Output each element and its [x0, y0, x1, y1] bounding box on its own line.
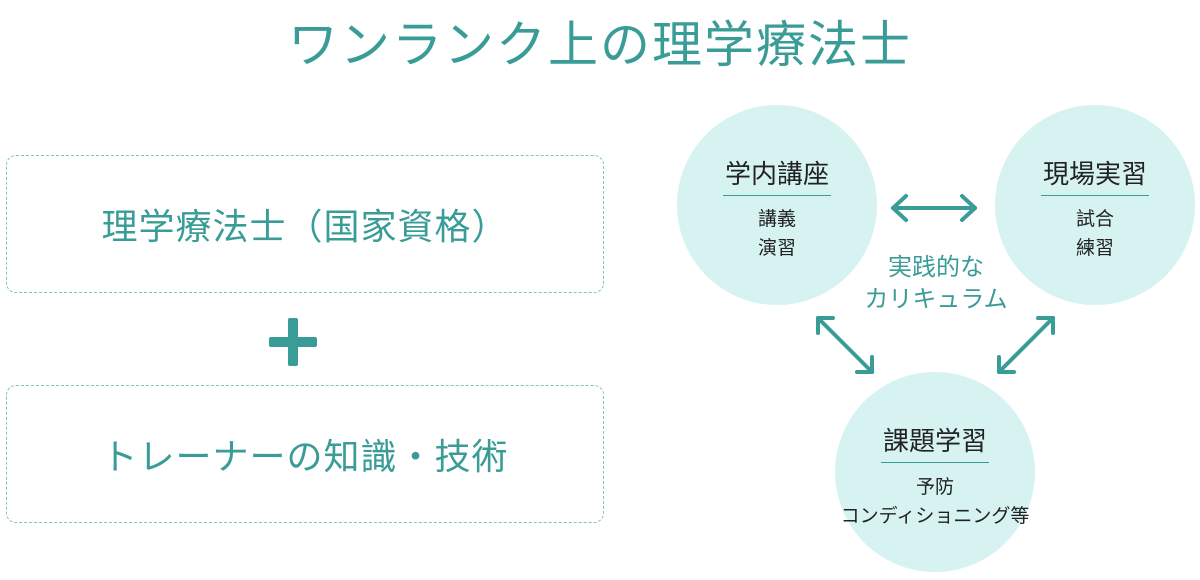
lecture-item-1: 講義	[757, 208, 796, 230]
field-practice-title: 現場実習	[1040, 157, 1149, 196]
task-study-circle: 課題学習 予防 コンディショニング等	[835, 372, 1035, 572]
field-practice-circle: 現場実習 試合 練習	[995, 105, 1195, 305]
task-study-title: 課題学習	[880, 424, 989, 463]
lecture-field-arrow-icon	[891, 194, 977, 222]
trainer-skills-label: トレーナーの知識・技術	[101, 437, 509, 478]
task-study-item-1: 予防	[915, 476, 954, 498]
curriculum-label-line-1: 実践的な	[888, 253, 984, 281]
page-title: ワンランク上の理学療法士	[288, 16, 912, 74]
field-practice-item-2: 練習	[1075, 237, 1114, 259]
qualification-box: 理学療法士（国家資格）	[6, 155, 604, 293]
field-task-arrow-icon	[997, 316, 1055, 374]
lecture-title: 学内講座	[722, 157, 831, 196]
lecture-circle: 学内講座 講義 演習	[677, 105, 877, 305]
lecture-item-2: 演習	[757, 237, 796, 259]
qualification-label: 理学療法士（国家資格）	[101, 207, 509, 248]
plus-icon	[269, 318, 317, 366]
task-study-item-2: コンディショニング等	[840, 505, 1030, 527]
curriculum-label-line-2: カリキュラム	[864, 285, 1008, 313]
trainer-skills-box: トレーナーの知識・技術	[6, 385, 604, 523]
curriculum-label: 実践的な カリキュラム	[836, 251, 1036, 315]
lecture-task-arrow-icon	[816, 316, 874, 374]
field-practice-item-1: 試合	[1075, 208, 1114, 230]
